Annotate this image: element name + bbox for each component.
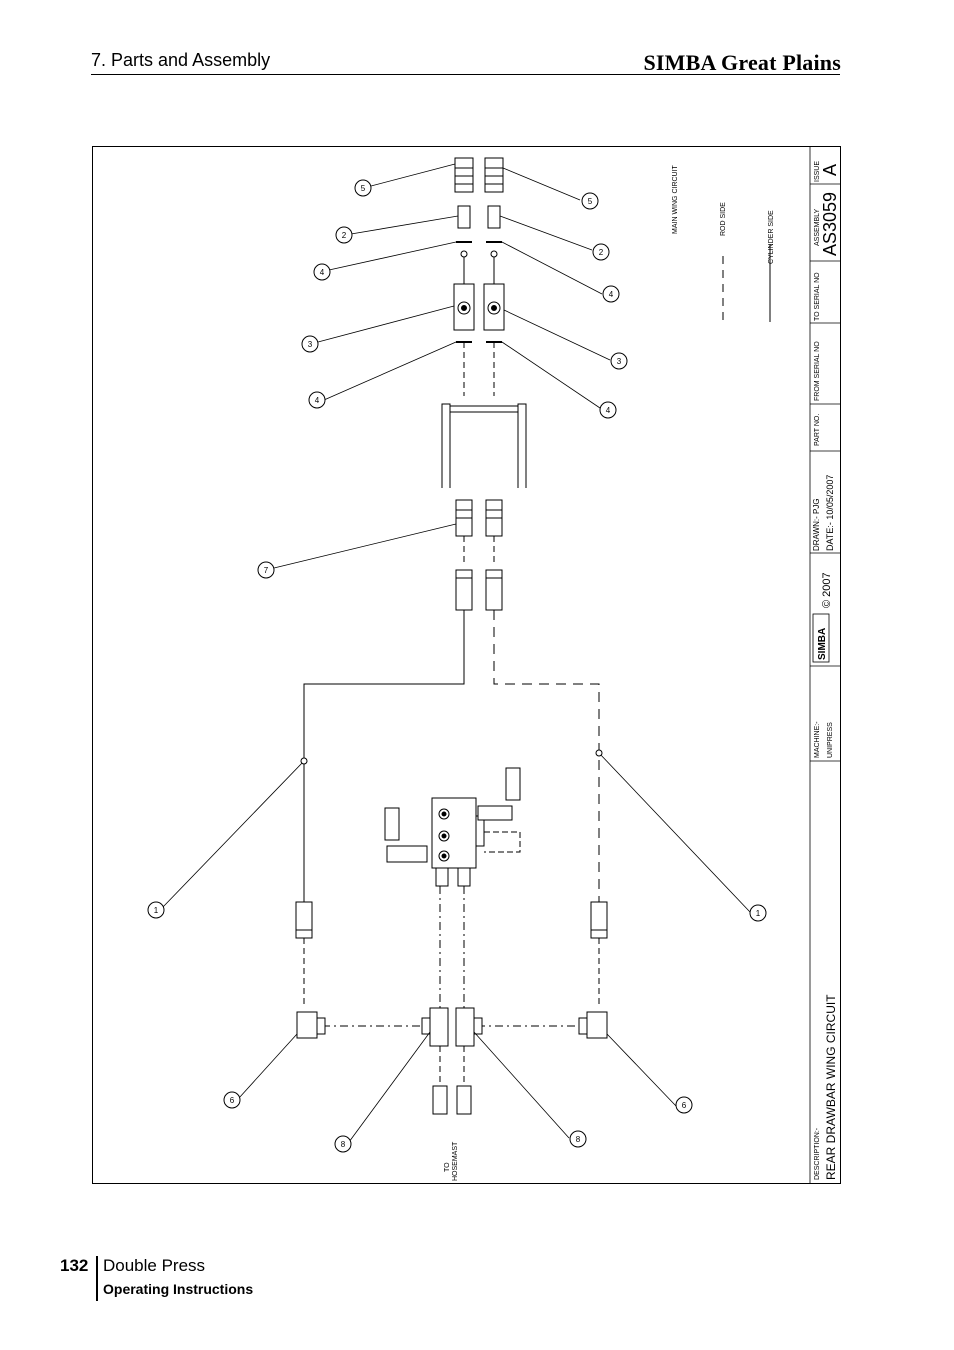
balloon-4-right-top: 4 xyxy=(602,285,620,303)
balloon-3-right: 3 xyxy=(610,352,628,370)
lower-fittings xyxy=(295,901,608,1115)
svg-text:5: 5 xyxy=(361,184,366,193)
svg-text:HOSEMAST: HOSEMAST xyxy=(452,1141,459,1181)
balloon-1-right: 1 xyxy=(749,904,767,922)
svg-text:1: 1 xyxy=(756,909,761,918)
balloon-4-left-top: 4 xyxy=(313,263,331,281)
balloon-3-left: 3 xyxy=(301,335,319,353)
to-hosemast-label: TO HOSEMAST xyxy=(444,1141,459,1181)
svg-text:5: 5 xyxy=(588,197,593,206)
issue-value: A xyxy=(820,164,840,176)
drawing-border xyxy=(92,146,841,1184)
balloon-5-left: 5 xyxy=(354,179,372,197)
svg-text:8: 8 xyxy=(576,1135,581,1144)
simba-logo-stamp: SIMBA xyxy=(812,613,830,663)
description-label: DESCRIPTION:- xyxy=(814,1127,821,1180)
svg-text:8: 8 xyxy=(341,1140,346,1149)
drawn-by: DRAWN:- PJG xyxy=(812,498,821,551)
svg-text:TO: TO xyxy=(444,1162,451,1172)
balloon-8-left: 8 xyxy=(334,1135,352,1153)
svg-text:2: 2 xyxy=(342,231,347,240)
junction-marker-left xyxy=(300,757,308,765)
legend-cylinder-side: CYLINDER SIDE xyxy=(768,210,775,264)
balloon-7: 7 xyxy=(257,561,275,579)
balloon-1-left: 1 xyxy=(147,901,165,919)
title-block xyxy=(809,146,840,1183)
machine-label: MACHINE:- xyxy=(814,721,821,758)
header-rule xyxy=(91,74,840,75)
svg-text:7: 7 xyxy=(264,566,269,575)
svg-text:6: 6 xyxy=(682,1101,687,1110)
hose-lines xyxy=(303,342,600,1086)
balloon-2-left: 2 xyxy=(335,226,353,244)
part-no-label: PART NO. xyxy=(814,414,821,446)
section-title: 7. Parts and Assembly xyxy=(91,50,271,70)
leader-lines xyxy=(161,163,751,1143)
svg-text:4: 4 xyxy=(320,268,325,277)
machine-value: UNIPRESS xyxy=(827,722,834,758)
footer-divider xyxy=(96,1256,98,1301)
issue-label: ISSUE xyxy=(814,161,821,182)
balloon-5-right: 5 xyxy=(581,192,599,210)
top-fittings xyxy=(441,157,527,611)
footer-subtitle: Operating Instructions xyxy=(103,1281,254,1297)
legend-rod-side: ROD SIDE xyxy=(720,202,727,236)
logo-text: SIMBA xyxy=(817,628,828,660)
balloon-4-right-bottom: 4 xyxy=(599,401,617,419)
legend-title: MAIN WING CIRCUIT xyxy=(672,164,679,234)
from-serial-label: FROM SERIAL NO xyxy=(814,341,821,401)
page-number: 132 xyxy=(60,1256,89,1275)
drawing-date: DATE:- 10/05/2007 xyxy=(825,475,835,551)
assembly-label: ASSEMBLY xyxy=(814,208,821,246)
svg-text:1: 1 xyxy=(154,906,159,915)
balloon-6-right: 6 xyxy=(675,1096,693,1114)
copyright: © 2007 xyxy=(821,572,833,608)
balloon-4-left-bottom: 4 xyxy=(308,391,326,409)
svg-text:3: 3 xyxy=(617,357,622,366)
part-balloons: 5 2 4 3 4 7 1 6 8 5 2 4 3 4 1 6 8 xyxy=(147,179,767,1153)
hydraulic-drawing: ISSUE A ASSEMBLY AS3059 TO SERIAL NO FRO… xyxy=(92,146,841,1184)
balloon-2-right: 2 xyxy=(592,243,610,261)
to-serial-label: TO SERIAL NO xyxy=(814,272,821,321)
valve-block xyxy=(384,767,521,887)
footer-title: Double Press xyxy=(103,1256,206,1275)
brand-logo: SIMBA Great Plains xyxy=(643,50,841,75)
legend: MAIN WING CIRCUIT ROD SIDE CYLINDER SIDE xyxy=(672,164,775,324)
junction-marker-right xyxy=(595,749,603,757)
svg-text:2: 2 xyxy=(599,248,604,257)
title-block-text: ISSUE A ASSEMBLY AS3059 TO SERIAL NO FRO… xyxy=(812,161,840,1180)
balloon-6-left: 6 xyxy=(223,1091,241,1109)
svg-text:4: 4 xyxy=(315,396,320,405)
svg-text:3: 3 xyxy=(308,340,313,349)
assembly-number: AS3059 xyxy=(820,192,840,256)
balloon-8-right: 8 xyxy=(569,1130,587,1148)
svg-text:6: 6 xyxy=(230,1096,235,1105)
svg-text:4: 4 xyxy=(609,290,614,299)
description-value: REAR DRAWBAR WING CIRCUIT xyxy=(824,994,838,1180)
svg-text:4: 4 xyxy=(606,406,611,415)
